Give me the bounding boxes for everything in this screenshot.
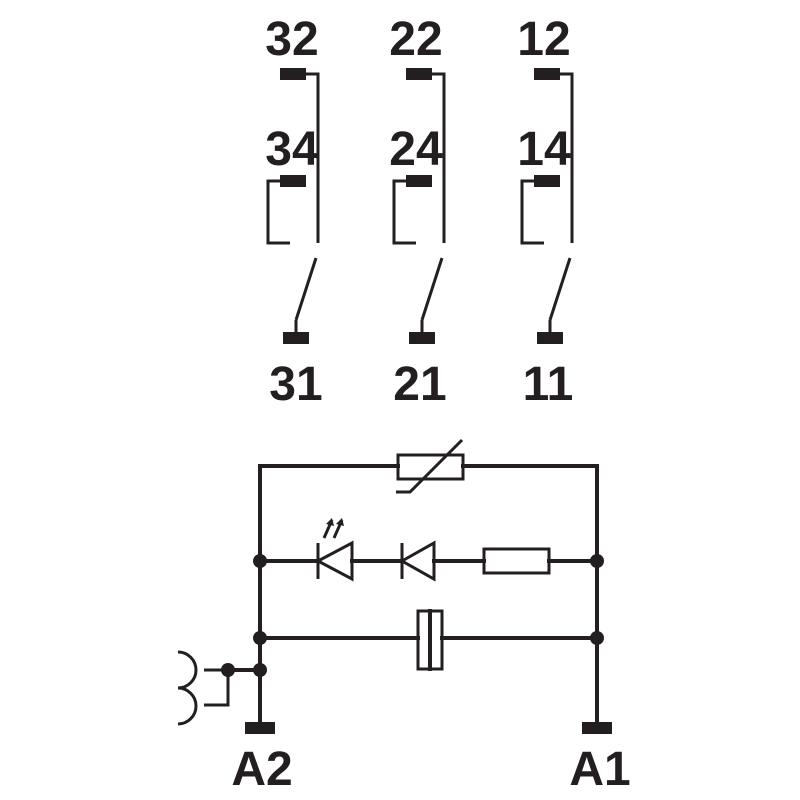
terminal-label-a1: A1 [569, 743, 630, 796]
terminal-pad-a1 [582, 722, 612, 734]
terminal-pad-24 [406, 175, 432, 187]
terminal-label-14: 14 [517, 123, 571, 176]
terminal-pad-32 [280, 68, 306, 80]
no-wire-3 [266, 179, 290, 245]
junction-dot [590, 554, 604, 568]
terminal-label-34: 34 [265, 123, 319, 176]
junction-dot [253, 554, 267, 568]
bridge-lower-lead [204, 670, 230, 707]
terminal-label-12: 12 [517, 13, 570, 66]
terminal-label-31: 31 [269, 358, 322, 411]
bridge-socket-lower [177, 686, 198, 726]
terminal-pad-34 [280, 175, 306, 187]
terminal-pad-31 [283, 332, 309, 344]
varistor-body [396, 453, 465, 481]
terminal-label-24: 24 [389, 123, 443, 176]
switch-blade-1 [548, 257, 572, 321]
switch-blade-2 [420, 257, 444, 321]
no-wire-1 [520, 179, 544, 245]
contact-group-1: 12 14 11 [517, 13, 574, 411]
led-triangle [314, 540, 354, 582]
bridge-socket-upper [177, 650, 198, 690]
terminal-label-11: 11 [523, 358, 574, 411]
terminal-label-22: 22 [389, 13, 442, 66]
coil-circuit: A2 A1 [177, 438, 631, 796]
junction-dot [590, 631, 604, 645]
nc-wire-2 [432, 72, 446, 243]
contact-group-2: 22 24 21 [389, 13, 446, 411]
led-arrow-head-2 [336, 518, 344, 526]
varistor-slash [396, 438, 464, 494]
terminal-pad-a2 [245, 722, 275, 734]
terminal-label-a2: A2 [231, 743, 292, 796]
no-wire-2 [392, 179, 416, 245]
terminal-pad-12 [534, 68, 560, 80]
terminal-pad-22 [406, 68, 432, 80]
terminal-pad-11 [537, 332, 563, 344]
nc-wire-3 [306, 72, 320, 243]
contact-group-3: 32 34 31 [265, 13, 322, 411]
switch-blade-3 [294, 257, 318, 321]
terminal-pad-21 [409, 332, 435, 344]
diode-triangle [398, 540, 436, 582]
junction-dot [253, 631, 267, 645]
terminal-pad-14 [534, 175, 560, 187]
terminal-label-32: 32 [265, 13, 318, 66]
resistor-body [482, 547, 551, 575]
led-arrow-head-1 [326, 518, 334, 526]
terminal-label-21: 21 [393, 358, 446, 411]
nc-wire-1 [560, 72, 574, 243]
